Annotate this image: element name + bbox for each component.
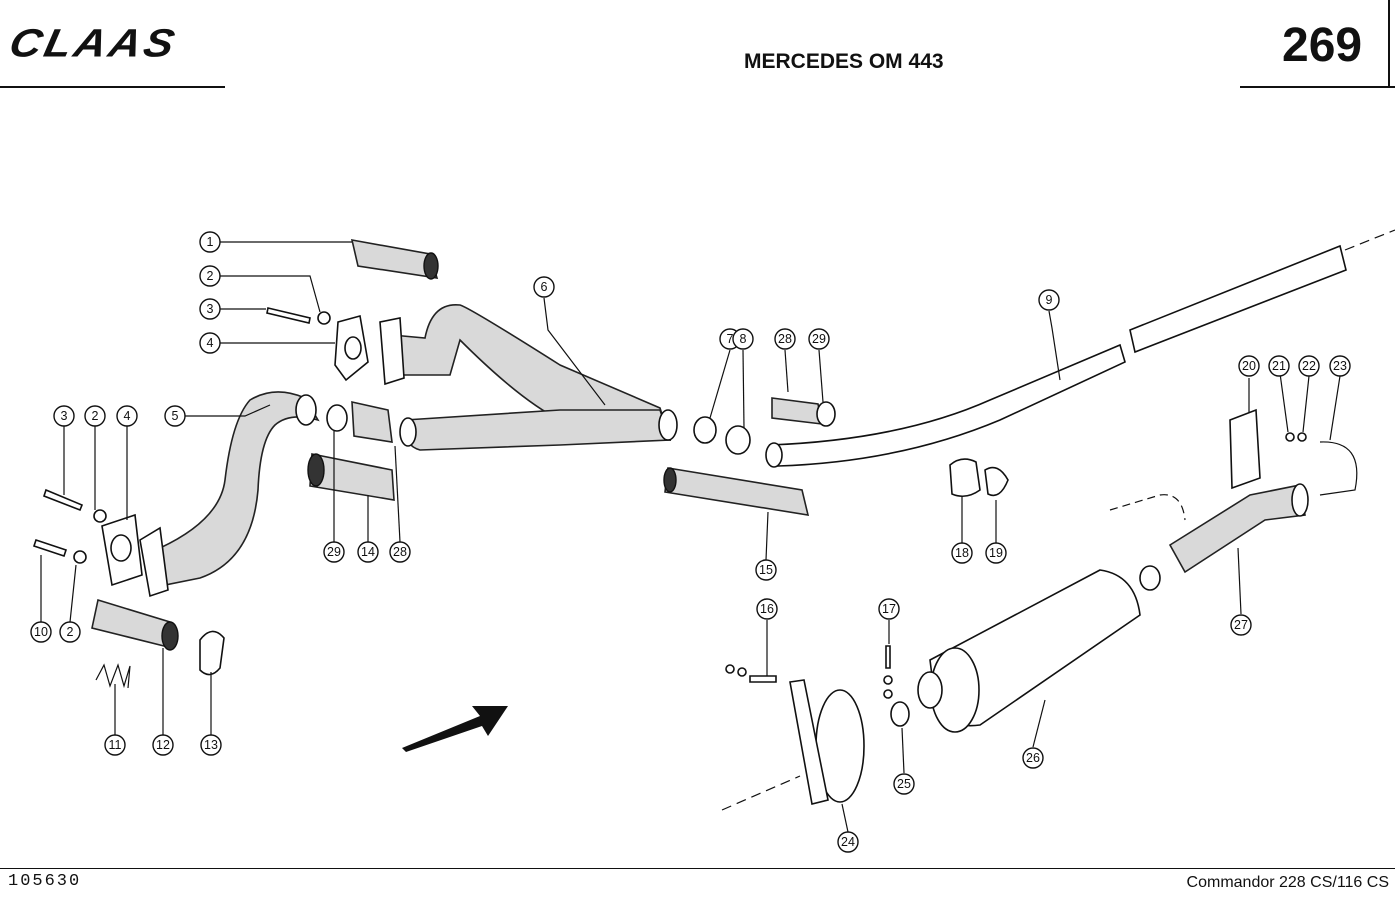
svg-text:4: 4 <box>124 409 131 423</box>
svg-text:10: 10 <box>34 625 48 639</box>
callout-12: 12 <box>152 734 174 756</box>
svg-text:17: 17 <box>882 602 896 616</box>
callout-4b: 4 <box>116 405 138 427</box>
callout-16: 16 <box>756 598 778 620</box>
svg-text:7: 7 <box>727 332 734 346</box>
svg-text:1: 1 <box>207 235 214 249</box>
callout-29: 29 <box>808 328 830 350</box>
svg-text:2: 2 <box>67 625 74 639</box>
callout-2b: 2 <box>84 405 106 427</box>
parts-artwork <box>32 229 1395 811</box>
machine-model: Commandor 228 CS/116 CS <box>1186 874 1389 891</box>
svg-text:29: 29 <box>812 332 826 346</box>
svg-text:27: 27 <box>1234 618 1248 632</box>
svg-text:5: 5 <box>172 409 179 423</box>
callout-28b: 28 <box>389 541 411 563</box>
callout-2: 2 <box>199 265 221 287</box>
svg-text:13: 13 <box>204 738 218 752</box>
callout-9: 9 <box>1038 289 1060 311</box>
header-rule-left <box>0 86 225 88</box>
svg-text:21: 21 <box>1272 359 1286 373</box>
callout-28: 28 <box>774 328 796 350</box>
callout-18: 18 <box>951 542 973 564</box>
header-rule-right <box>1240 86 1395 88</box>
svg-text:2: 2 <box>207 269 214 283</box>
page-number: 269 <box>1282 19 1363 72</box>
svg-text:20: 20 <box>1242 359 1256 373</box>
svg-text:8: 8 <box>740 332 747 346</box>
callout-21: 21 <box>1268 355 1290 377</box>
svg-text:29: 29 <box>327 545 341 559</box>
callout-24: 24 <box>837 831 859 853</box>
callout-6: 6 <box>533 276 555 298</box>
svg-text:26: 26 <box>1026 751 1040 765</box>
callout-8: 8 <box>732 328 754 350</box>
leader-lines <box>40 241 1341 833</box>
svg-text:11: 11 <box>109 738 122 752</box>
svg-text:18: 18 <box>955 546 969 560</box>
svg-text:14: 14 <box>361 545 375 559</box>
svg-text:16: 16 <box>760 602 774 616</box>
callout-3: 3 <box>199 298 221 320</box>
svg-text:23: 23 <box>1333 359 1347 373</box>
callout-27: 27 <box>1230 614 1252 636</box>
callout-2c: 2 <box>59 621 81 643</box>
callout-22: 22 <box>1298 355 1320 377</box>
callout-20: 20 <box>1238 355 1260 377</box>
svg-text:22: 22 <box>1302 359 1316 373</box>
callout-5: 5 <box>164 405 186 427</box>
svg-text:2: 2 <box>92 409 99 423</box>
svg-text:9: 9 <box>1046 293 1053 307</box>
svg-text:12: 12 <box>156 738 170 752</box>
callout-11: 11 <box>104 734 126 756</box>
callout-15: 15 <box>755 559 777 581</box>
svg-text:3: 3 <box>61 409 68 423</box>
callout-14: 14 <box>357 541 379 563</box>
callout-3b: 3 <box>53 405 75 427</box>
svg-text:24: 24 <box>841 835 855 849</box>
svg-text:4: 4 <box>207 336 214 350</box>
header-rule-vertical <box>1388 0 1390 87</box>
callout-19: 19 <box>985 542 1007 564</box>
callout-25: 25 <box>893 773 915 795</box>
svg-text:6: 6 <box>541 280 548 294</box>
svg-text:15: 15 <box>759 563 773 577</box>
svg-text:28: 28 <box>393 545 407 559</box>
svg-text:25: 25 <box>897 777 911 791</box>
callout-23: 23 <box>1329 355 1351 377</box>
callout-4: 4 <box>199 332 221 354</box>
svg-text:19: 19 <box>989 546 1003 560</box>
document-number: 105630 <box>8 872 82 891</box>
callout-1: 1 <box>199 231 221 253</box>
callout-29b: 29 <box>323 541 345 563</box>
callout-26: 26 <box>1022 747 1044 769</box>
svg-text:3: 3 <box>207 302 214 316</box>
callout-17: 17 <box>878 598 900 620</box>
callout-10: 10 <box>30 621 52 643</box>
callout-labels: 1 2 3 4 2 3 4 5 6 7 8 28 29 9 10 2 11 12… <box>30 231 1351 853</box>
footer-rule <box>0 868 1395 869</box>
direction-arrow-icon <box>402 706 508 752</box>
page-title: MERCEDES OM 443 <box>744 50 944 73</box>
svg-text:28: 28 <box>778 332 792 346</box>
callout-13: 13 <box>200 734 222 756</box>
